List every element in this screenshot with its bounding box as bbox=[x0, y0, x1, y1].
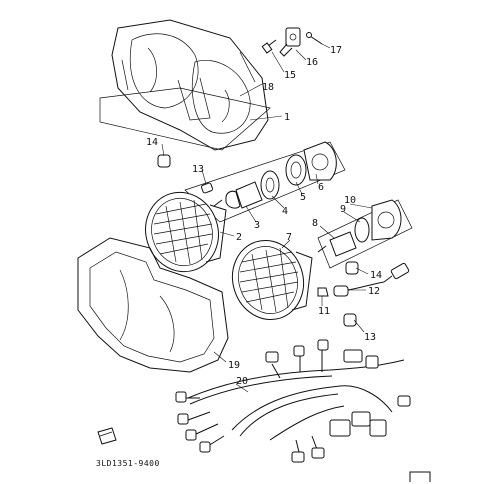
callout-16: 16 bbox=[306, 57, 318, 68]
callout-19: 19 bbox=[228, 360, 240, 371]
callout-7: 7 bbox=[286, 232, 292, 243]
right-bulb-panel bbox=[317, 199, 413, 269]
position-light-socket bbox=[333, 281, 385, 297]
callout-9: 9 bbox=[340, 204, 346, 215]
part-code: 3LD1351-9400 bbox=[96, 459, 160, 468]
mounting-bracket bbox=[279, 27, 301, 57]
callout-14-right: 14 bbox=[370, 270, 382, 281]
headlight-housing bbox=[111, 19, 269, 151]
leader-lines bbox=[161, 43, 373, 393]
headlight-lens-right bbox=[231, 239, 313, 321]
callout-2: 2 bbox=[236, 232, 242, 243]
right-bulb-cover bbox=[371, 199, 402, 241]
small-bulb bbox=[200, 182, 214, 194]
mounting-screw bbox=[306, 32, 323, 45]
callout-5: 5 bbox=[300, 192, 306, 203]
callout-12: 12 bbox=[368, 286, 380, 297]
position-light-grommet bbox=[343, 313, 357, 327]
callout-13-lower: 13 bbox=[364, 332, 376, 343]
connector-right bbox=[383, 262, 410, 283]
direction-symbol bbox=[97, 427, 117, 445]
bulb-cover bbox=[303, 141, 337, 181]
callout-4: 4 bbox=[282, 206, 288, 217]
corner-mark bbox=[409, 471, 431, 482]
bulb-ring bbox=[260, 170, 280, 200]
callout-1: 1 bbox=[284, 112, 290, 123]
mounting-bolt bbox=[261, 39, 277, 54]
headlight-bezel bbox=[77, 237, 229, 373]
callout-15: 15 bbox=[284, 70, 296, 81]
grommet-right bbox=[345, 261, 359, 275]
bulb-seal bbox=[285, 154, 307, 186]
right-bulb-socket bbox=[317, 231, 357, 257]
callout-11: 11 bbox=[318, 306, 330, 317]
callout-labels: 17 16 15 18 1 14 13 3 4 5 6 2 7 8 9 10 1… bbox=[96, 45, 382, 468]
callout-6: 6 bbox=[318, 182, 324, 193]
headlight-lens-left bbox=[145, 191, 227, 273]
callout-3: 3 bbox=[254, 220, 260, 231]
housing-outline-panel bbox=[99, 87, 271, 151]
harness-connectors bbox=[175, 339, 411, 463]
right-bulb-ring bbox=[354, 217, 370, 243]
callout-14-upper: 14 bbox=[146, 137, 158, 148]
callout-17: 17 bbox=[330, 45, 342, 56]
position-light-bulb bbox=[317, 287, 329, 297]
bulb-socket bbox=[213, 181, 263, 209]
grommet-upper bbox=[157, 154, 171, 168]
callout-8: 8 bbox=[312, 218, 318, 229]
callout-13-upper: 13 bbox=[192, 164, 204, 175]
callout-18: 18 bbox=[262, 82, 274, 93]
callout-10: 10 bbox=[344, 195, 356, 206]
callout-20: 20 bbox=[236, 376, 248, 387]
